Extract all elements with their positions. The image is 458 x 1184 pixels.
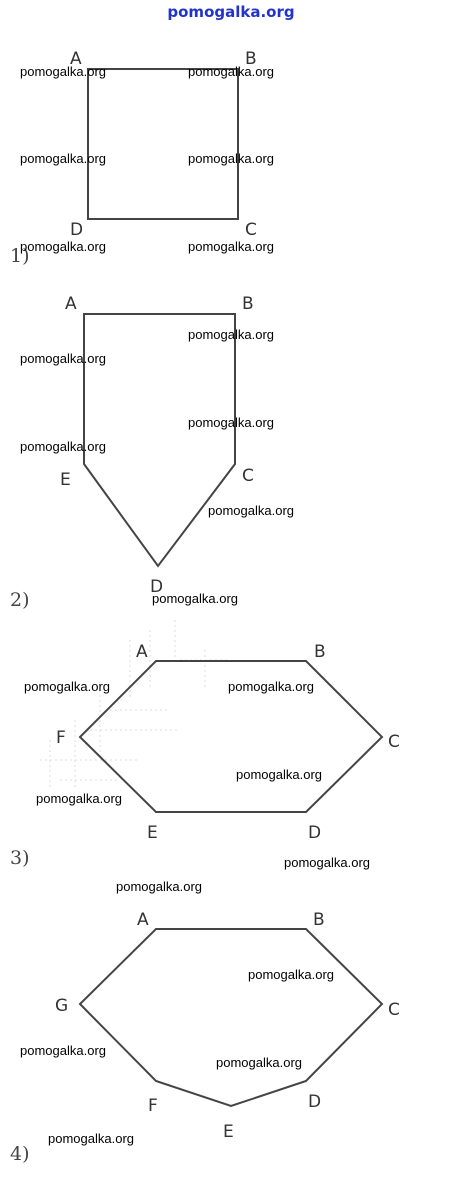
vertex-c: C: [245, 220, 257, 240]
vertex-d: D: [150, 577, 163, 597]
vertex-d: D: [70, 220, 83, 240]
figure-number: 4): [10, 1143, 30, 1165]
watermark: pomogalka.org: [188, 239, 274, 254]
faint-grid: [40, 620, 230, 790]
watermark: pomogalka.org: [228, 679, 314, 694]
watermark: pomogalka.org: [48, 1131, 134, 1146]
watermark: pomogalka.org: [188, 151, 274, 166]
vertex-a: A: [65, 294, 77, 314]
vertex-e: E: [60, 470, 71, 490]
figure-3: A B C D E F 3): [10, 642, 400, 869]
vertex-b: B: [313, 910, 325, 930]
watermark: pomogalka.org: [248, 967, 334, 982]
watermark: pomogalka.org: [188, 415, 274, 430]
vertex-c: C: [388, 1000, 400, 1020]
vertex-e: E: [223, 1122, 234, 1142]
figure-1: A B C D 1): [10, 49, 257, 267]
figure-number: 2): [10, 589, 30, 611]
watermark: pomogalka.org: [236, 767, 322, 782]
watermark: pomogalka.org: [152, 591, 238, 606]
watermark: pomogalka.org: [36, 791, 122, 806]
watermark: pomogalka.org: [20, 1043, 106, 1058]
vertex-d: D: [308, 823, 321, 843]
heptagon-abcdefg: [78, 928, 384, 1108]
vertex-f: F: [56, 728, 66, 748]
vertex-g: G: [55, 996, 68, 1016]
site-header[interactable]: pomogalka.org: [167, 3, 294, 21]
vertex-a: A: [136, 642, 148, 662]
vertex-e: E: [147, 823, 158, 843]
vertex-d: D: [308, 1092, 321, 1112]
figure-2: A B C D E 2): [10, 294, 254, 611]
watermark: pomogalka.org: [20, 439, 106, 454]
pentagon-abcde: [83, 313, 236, 568]
watermark: pomogalka.org: [20, 239, 106, 254]
figure-number: 3): [10, 847, 30, 869]
vertex-a: A: [70, 49, 82, 69]
vertex-f: F: [148, 1096, 158, 1116]
watermark: pomogalka.org: [20, 351, 106, 366]
watermark: pomogalka.org: [208, 503, 294, 518]
figure-number: 1): [10, 245, 30, 267]
watermark: pomogalka.org: [188, 327, 274, 342]
watermark: pomogalka.org: [216, 1055, 302, 1070]
hexagon-abcdef: [78, 660, 384, 813]
watermark: pomogalka.org: [20, 151, 106, 166]
watermark: pomogalka.org: [116, 879, 202, 894]
vertex-b: B: [245, 49, 257, 69]
vertex-c: C: [388, 732, 400, 752]
vertex-b: B: [242, 294, 254, 314]
figure-4: A B C D E F G 4): [10, 910, 400, 1165]
watermark-layer: pomogalka.org pomogalka.org pomogalka.or…: [20, 64, 370, 1146]
watermark: pomogalka.org: [284, 855, 370, 870]
watermark: pomogalka.org: [20, 64, 106, 79]
vertex-a: A: [137, 910, 149, 930]
watermark: pomogalka.org: [24, 679, 110, 694]
watermark: pomogalka.org: [188, 64, 274, 79]
vertex-b: B: [314, 642, 326, 662]
square-abcd: [87, 68, 239, 220]
vertex-c: C: [242, 466, 254, 486]
